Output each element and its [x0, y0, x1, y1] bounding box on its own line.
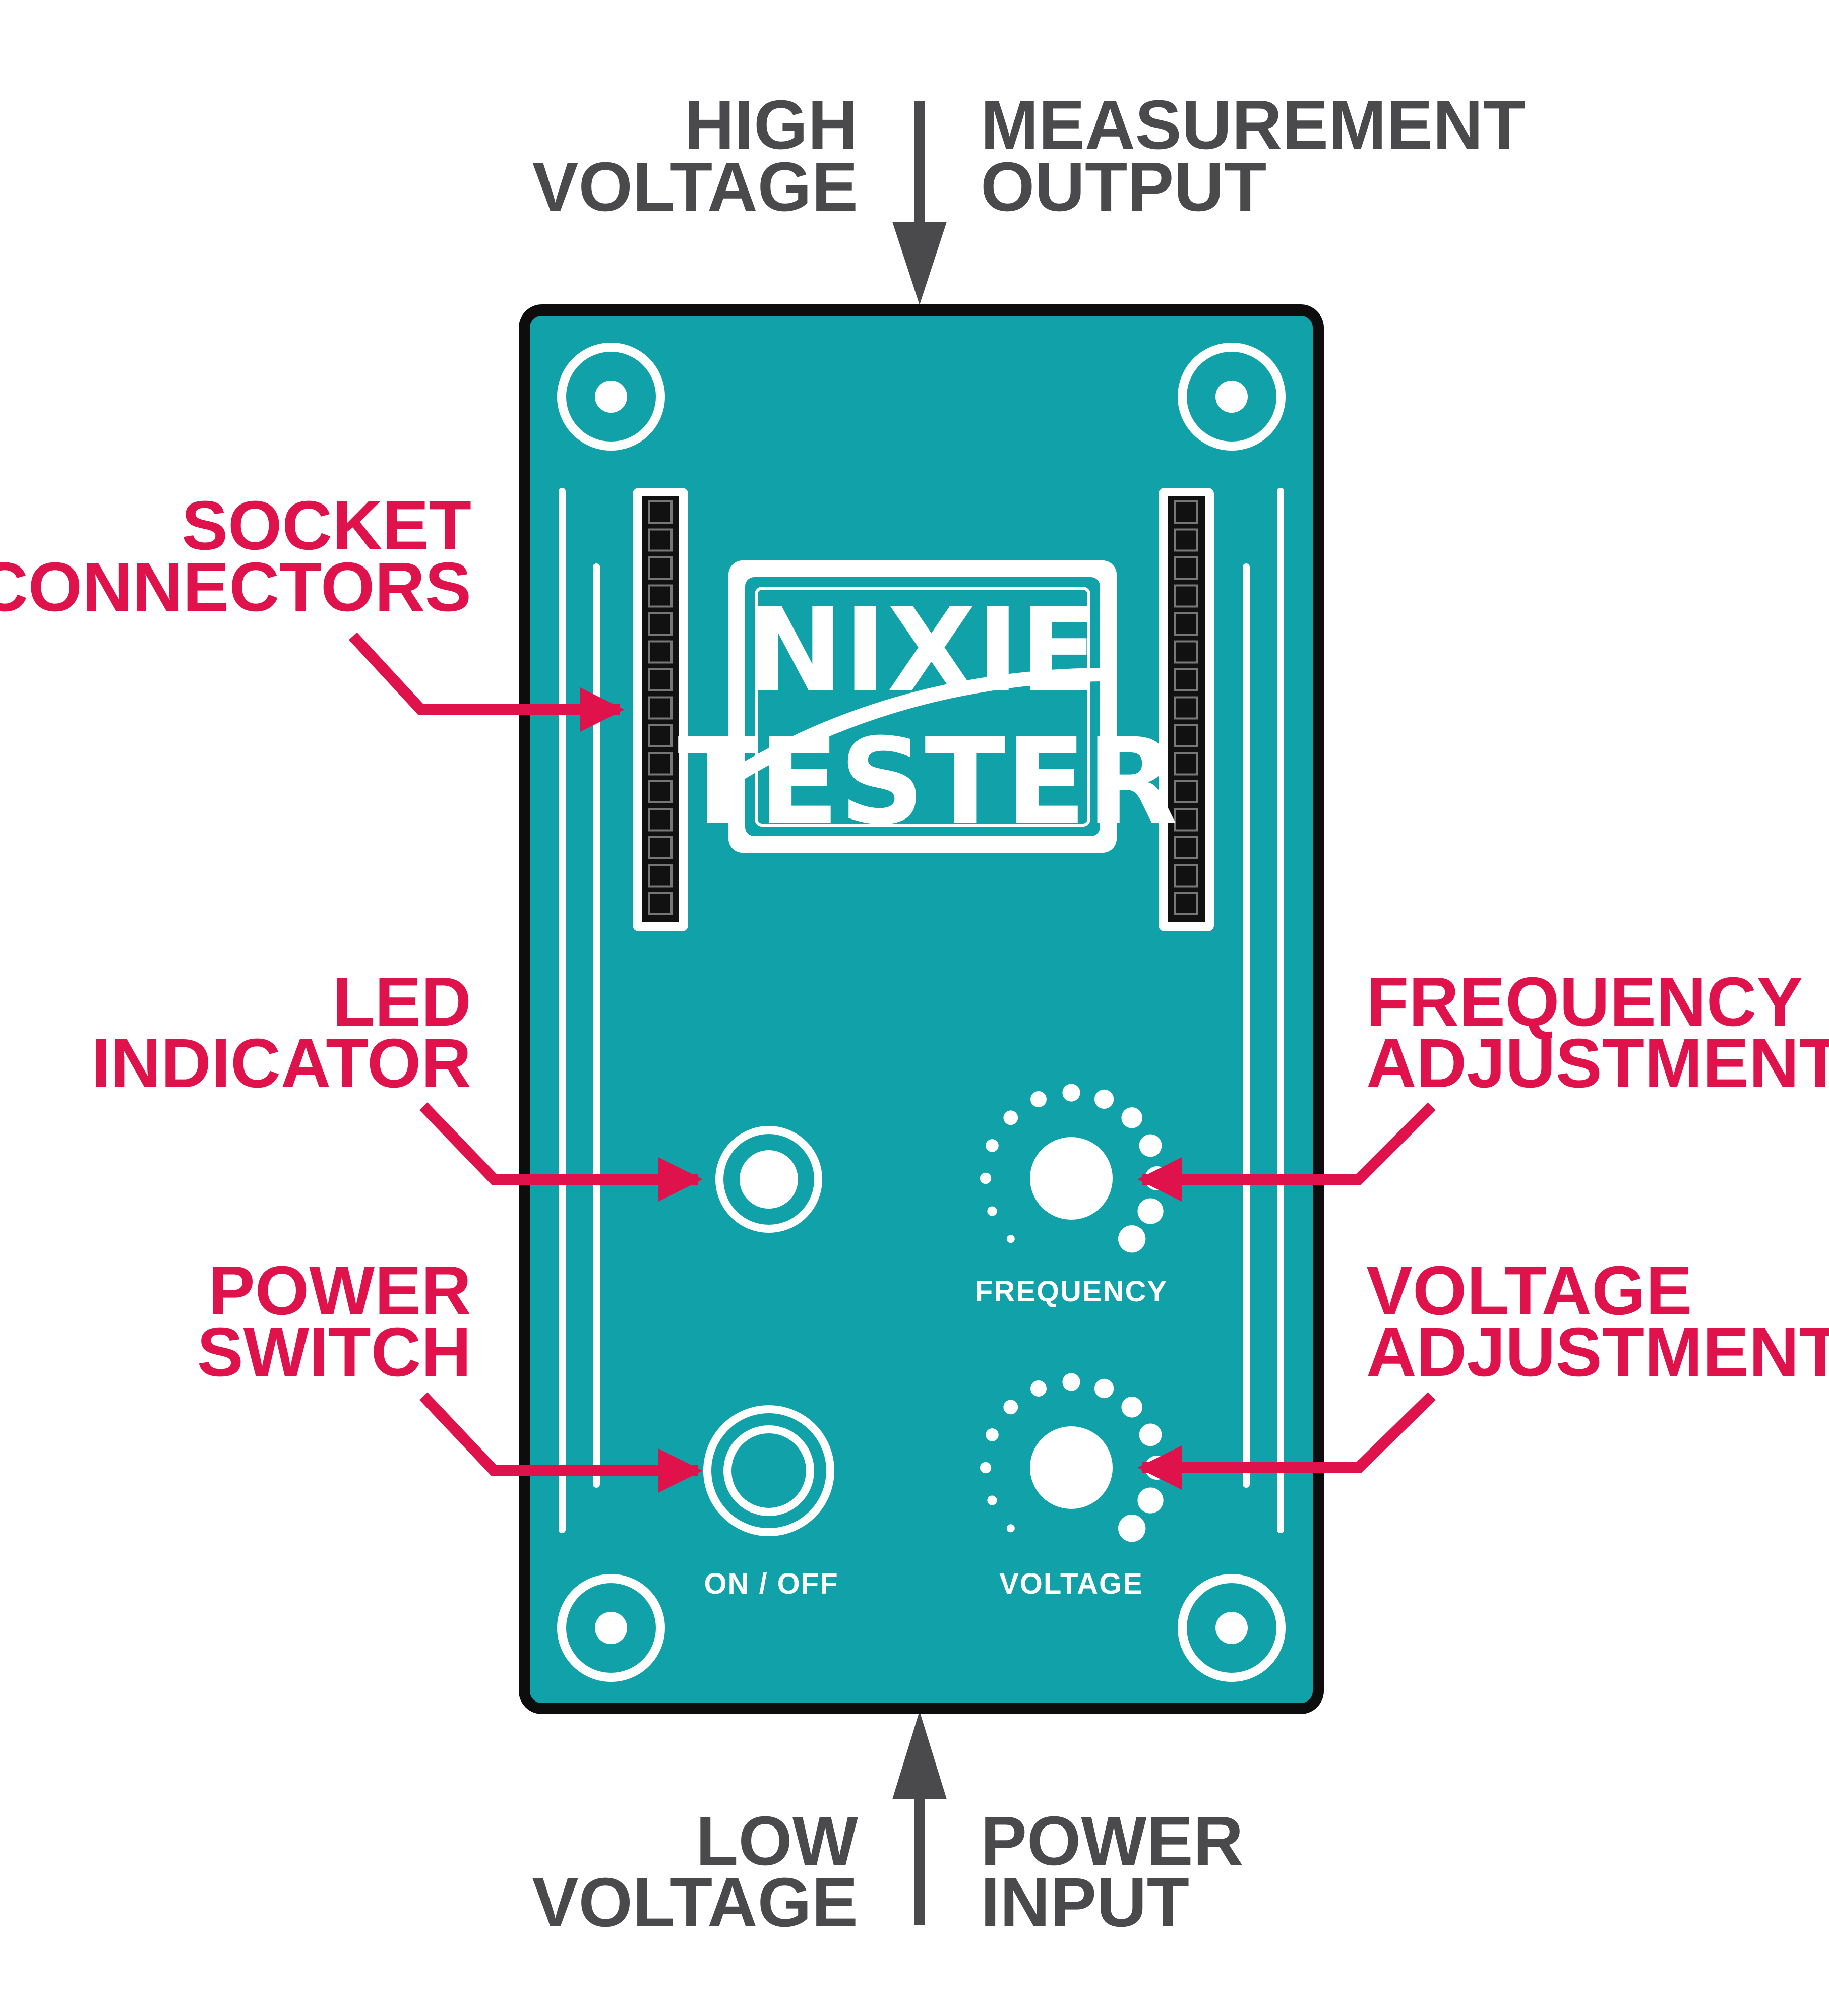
nixie-tester-logo: NIXIE TESTER: [678, 560, 1178, 853]
socket-connectors-line2: CONNECTORS: [0, 548, 471, 626]
socket-connectors-arrow-icon: [348, 632, 625, 732]
mounting-hole-icon: [557, 343, 665, 451]
tester-panel: [519, 304, 1324, 1714]
frequency-adjustment-line2: ADJUSTMENT: [1366, 1025, 1829, 1102]
power-switch-line1: POWER: [209, 1252, 471, 1330]
led-indicator-line1: LED: [332, 963, 471, 1041]
socket-connectors-line1: SOCKET: [181, 487, 471, 564]
low-voltage-line1: LOW: [696, 1802, 859, 1880]
voltage-adjustment-arrow-icon: [1137, 1392, 1436, 1490]
low-voltage-line2: VOLTAGE: [532, 1864, 858, 1941]
on-off-label: ON / OFF: [704, 1567, 838, 1600]
logo-line2: TESTER: [678, 713, 1178, 851]
high-voltage-line1: HIGH: [684, 86, 858, 164]
led-indicator-line2: INDICATOR: [91, 1025, 471, 1102]
frequency-adjustment-line1: FREQUENCY: [1366, 963, 1803, 1041]
bottom-arrow-icon: [892, 1711, 947, 1925]
frequency-adjustment-arrow-icon: [1137, 1102, 1436, 1202]
socket-connector-left: [633, 488, 688, 931]
mounting-hole-icon: [1178, 343, 1286, 451]
mounting-hole-icon: [1178, 1574, 1286, 1682]
power-input-line1: POWER: [981, 1802, 1243, 1880]
voltage-adjustment-line2: ADJUSTMENT: [1366, 1313, 1829, 1391]
voltage-label: VOLTAGE: [999, 1567, 1143, 1600]
power-switch-arrow-icon: [419, 1392, 703, 1493]
frequency-label: FREQUENCY: [975, 1275, 1168, 1308]
measurement-output-line2: OUTPUT: [981, 148, 1266, 226]
mounting-hole-icon: [557, 1574, 665, 1682]
power-switch-icon[interactable]: [703, 1405, 834, 1536]
voltage-adjustment-line1: VOLTAGE: [1366, 1252, 1692, 1330]
led-icon: [715, 1126, 822, 1233]
top-arrow-icon: [892, 101, 947, 305]
high-voltage-line2: VOLTAGE: [532, 148, 858, 226]
knob-icon[interactable]: [980, 1373, 1169, 1542]
power-switch-line2: SWITCH: [197, 1313, 471, 1391]
led-indicator-arrow-icon: [419, 1102, 703, 1202]
measurement-output-line1: MEASUREMENT: [981, 86, 1526, 164]
socket-connector-right: [1159, 488, 1214, 931]
power-input-line2: INPUT: [981, 1864, 1189, 1941]
logo-line1: NIXIE: [747, 584, 1099, 718]
